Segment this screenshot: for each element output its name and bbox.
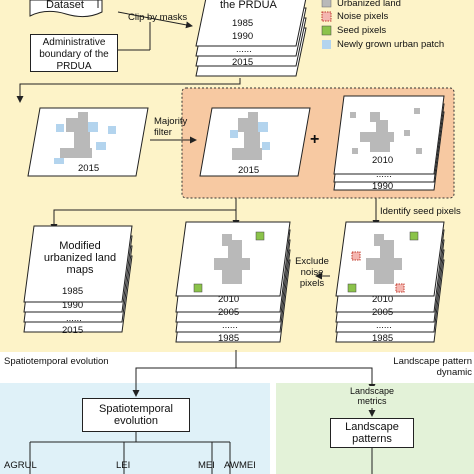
to-landscape-arrow bbox=[236, 367, 376, 391]
right-bottom-stack bbox=[335, 221, 445, 343]
modified-label: Modified urbanized land maps bbox=[43, 240, 117, 276]
legend-swatch-seed bbox=[321, 25, 332, 36]
modified-map-stack bbox=[23, 225, 133, 333]
center-year-3: 1985 bbox=[218, 333, 240, 344]
to-2015-arrow bbox=[16, 78, 241, 103]
stack-year-1: ...... bbox=[376, 169, 392, 180]
right-year-1: 2005 bbox=[372, 307, 394, 318]
to-modified-arrow bbox=[50, 209, 236, 231]
index-mei: MEI bbox=[198, 460, 215, 471]
legend-label-urban: Urbanized land bbox=[337, 0, 401, 9]
left-section-title: Spatiotemporal evolution bbox=[4, 356, 109, 367]
prdua-year-0: 1985 bbox=[232, 18, 254, 29]
legend-label-noise: Noise pixels bbox=[337, 11, 389, 22]
to-evolution-arrow bbox=[132, 367, 236, 397]
patterns-box: Landscape patterns bbox=[330, 418, 414, 448]
right-year-3: 1985 bbox=[372, 333, 394, 344]
center-year-0: 2010 bbox=[218, 294, 240, 305]
exclude-label: Exclude noise pixels bbox=[295, 256, 329, 289]
landscape-metrics-label: Landscape metrics bbox=[346, 386, 398, 406]
right-year-2: ...... bbox=[376, 320, 392, 331]
modified-year-1: 1990 bbox=[62, 300, 84, 311]
identify-label: Identify seed pixels bbox=[380, 206, 461, 217]
center-year-1: 2005 bbox=[218, 307, 240, 318]
modified-year-2: ...... bbox=[66, 313, 82, 324]
legend-swatch-new bbox=[322, 40, 331, 49]
map-2015-left bbox=[27, 107, 149, 177]
index-lei: LEI bbox=[116, 460, 131, 471]
legend-swatch-urban bbox=[321, 0, 332, 8]
dataset-icon bbox=[29, 0, 103, 18]
stack-year-2: 1990 bbox=[372, 181, 394, 192]
plus-sign: + bbox=[310, 131, 320, 148]
clip-label: Clip by masks bbox=[128, 12, 188, 23]
map-stack-right bbox=[333, 95, 445, 191]
prdua-year-2: ...... bbox=[236, 44, 252, 55]
center-year-2: ...... bbox=[222, 320, 238, 331]
dataset-label: Dataset bbox=[46, 0, 84, 11]
prdua-map-stack bbox=[195, 0, 307, 77]
prdua-year-3: 2015 bbox=[232, 57, 254, 68]
prdua-title: the PRDUA bbox=[220, 0, 277, 11]
clip-arrow bbox=[117, 11, 193, 29]
modified-year-0: 1985 bbox=[62, 286, 84, 297]
modified-year-3: 2015 bbox=[62, 325, 84, 336]
evolution-box: Spatiotemporal evolution bbox=[82, 398, 190, 432]
legend-label-seed: Seed pixels bbox=[337, 25, 387, 36]
stack-year-0: 2010 bbox=[372, 155, 394, 166]
majority-label: Majority filter bbox=[154, 116, 188, 138]
map-center-year: 2015 bbox=[238, 165, 260, 176]
index-agrul: AGRUL bbox=[4, 460, 37, 471]
right-year-0: 2010 bbox=[372, 294, 394, 305]
map-2015-center bbox=[199, 107, 311, 177]
legend-label-new: Newly grown urban patch bbox=[337, 39, 445, 50]
right-section-title: Landscape pattern dynamic bbox=[393, 356, 472, 378]
map-left-year: 2015 bbox=[78, 163, 100, 174]
admin-boundary-box: Administrative boundary of the PRDUA bbox=[30, 34, 118, 72]
legend-swatch-noise bbox=[321, 11, 332, 22]
index-awmei: AWMEI bbox=[224, 460, 256, 471]
center-bottom-stack bbox=[175, 221, 291, 343]
prdua-year-1: 1990 bbox=[232, 31, 254, 42]
